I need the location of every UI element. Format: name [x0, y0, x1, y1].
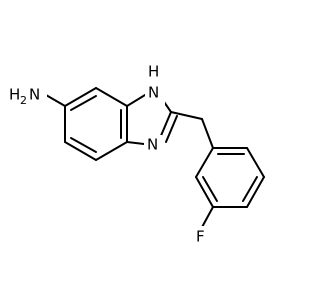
- imidazole-nh-label-bg: [145, 63, 165, 106]
- bond-imid-4: [126, 141, 145, 145]
- bond-imid-1: [126, 94, 146, 107]
- imidazole-h-label: H: [148, 63, 159, 81]
- amine-label-bg: [7, 84, 47, 106]
- bond-benzo-5: [64, 141, 97, 161]
- fluorine-label: F: [196, 228, 205, 246]
- bond-benzo-5-inner: [70, 137, 97, 153]
- bond-amine-ring: [45, 94, 66, 107]
- bond-fluorine: [200, 206, 214, 230]
- bond-imid-3: [159, 111, 172, 139]
- imidazole-n-label-bg: [144, 135, 162, 155]
- bond-phenyl-3: [246, 176, 265, 208]
- bond-phenyl-5: [195, 176, 214, 208]
- bond-methylene-2: [201, 118, 214, 149]
- bond-benzo-1: [64, 87, 97, 107]
- bond-phenyl-6: [195, 147, 214, 178]
- bond-benzo-4: [95, 141, 128, 161]
- imidazole-n-label: N: [147, 136, 158, 154]
- atom-label-group: H 2 N H N N F: [7, 63, 209, 246]
- bond-group: [45, 87, 265, 230]
- bond-phenyl-3-inner: [242, 176, 258, 202]
- amine-h-label: H: [9, 86, 20, 104]
- bond-benzo-1-inner: [70, 95, 97, 111]
- bond-methylene-1: [170, 111, 203, 120]
- fluorine-label-bg: [193, 226, 209, 246]
- benzimidazole-structure-diagram: H 2 N H N N F: [7, 63, 265, 246]
- amine-n-label: N: [29, 86, 40, 104]
- bond-phenyl-5-inner: [202, 176, 218, 202]
- bond-phenyl-2: [246, 147, 265, 178]
- bond-benzo-2: [95, 87, 128, 107]
- bond-imid-3-inner: [165, 115, 178, 143]
- amine-subscript-label: 2: [20, 94, 27, 107]
- imidazole-nh-label: N: [148, 84, 159, 102]
